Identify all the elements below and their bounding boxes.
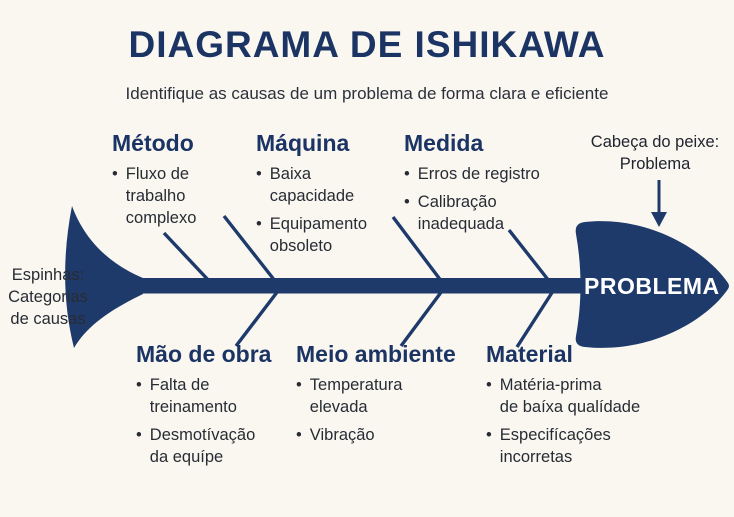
head-annotation: Cabeça do peixe: Problema (590, 133, 720, 173)
cause-text: Desmotívação da equípe (149, 426, 256, 466)
cause-text: Erros de registro (417, 165, 540, 183)
bullet-icon: • (296, 376, 302, 394)
bullet-icon: • (486, 426, 492, 444)
category-title: Medida (404, 130, 484, 156)
category-maquina: Máquina • Baixa capacidade • Equipamento… (256, 130, 367, 263)
cause-item: • Temperatura elevada (296, 374, 456, 418)
cause-text: Falta de treinamento (149, 376, 237, 416)
fish-head-shape (575, 221, 729, 348)
bullet-icon: • (112, 165, 118, 183)
cause-text: Fluxo de trabalho complexo (125, 165, 197, 227)
rib-line (507, 228, 555, 288)
category-title: Mão de obra (136, 341, 272, 367)
cause-item: • Matéria-prima de baíxa qualídade (486, 374, 640, 418)
page-title: DIAGRAMA DE ISHIKAWA (128, 24, 606, 65)
rib-line (515, 287, 557, 348)
cause-text: Matéria-prima de baíxa qualídade (499, 376, 641, 416)
fish-tail-shape (65, 206, 143, 348)
category-meio-ambiente: Meio ambiente • Temperatura elevada • Vi… (296, 341, 456, 452)
bullet-icon: • (404, 165, 410, 183)
bullet-icon: • (136, 426, 142, 444)
page-subtitle: Identifique as causas de um problema de … (125, 84, 609, 103)
rib-line (234, 285, 283, 348)
category-mao-de-obra: Mão de obra • Falta de treinamento • Des… (136, 341, 271, 474)
category-medida: Medida • Erros de registro • Calibração … (404, 130, 540, 241)
bullet-icon: • (256, 165, 262, 183)
cause-text: Vibração (309, 426, 375, 444)
cause-text: Especifícações incorretas (499, 426, 611, 466)
spine-label: Espinhas: Categorias de causas (8, 266, 88, 328)
down-arrow-icon (651, 180, 667, 227)
cause-item: • Especifícações incorretas (486, 424, 640, 468)
category-title: Máquina (256, 130, 350, 156)
cause-text: Temperatura elevada (309, 376, 403, 416)
cause-text: Calibração inadequada (417, 193, 505, 233)
cause-text: Equipamento obsoleto (269, 215, 368, 255)
rib-line (162, 231, 214, 286)
bullet-icon: • (486, 376, 492, 394)
cause-item: • Erros de registro (404, 163, 540, 185)
fish-spine (140, 278, 584, 294)
rib-line (399, 285, 447, 348)
category-title: Método (112, 130, 194, 156)
cause-item: • Calibração inadequada (404, 191, 540, 235)
cause-item: • Falta de treinamento (136, 374, 271, 418)
rib-line (222, 214, 281, 288)
cause-text: Baixa capacidade (269, 165, 355, 205)
bullet-icon: • (136, 376, 142, 394)
cause-item: • Desmotívação da equípe (136, 424, 271, 468)
cause-item: • Fluxo de trabalho complexo (112, 163, 196, 229)
bullet-icon: • (256, 215, 262, 233)
category-title: Material (486, 341, 573, 367)
bullet-icon: • (404, 193, 410, 211)
rib-line (391, 215, 447, 288)
cause-item: • Equipamento obsoleto (256, 213, 367, 257)
problem-label: PROBLEMA (584, 273, 720, 299)
cause-item: • Baixa capacidade (256, 163, 367, 207)
cause-item: • Vibração (296, 424, 456, 446)
category-material: Material • Matéria-prima de baíxa qualíd… (486, 341, 640, 474)
category-title: Meio ambiente (296, 341, 456, 367)
category-metodo: Método • Fluxo de trabalho complexo (112, 130, 196, 235)
bullet-icon: • (296, 426, 302, 444)
